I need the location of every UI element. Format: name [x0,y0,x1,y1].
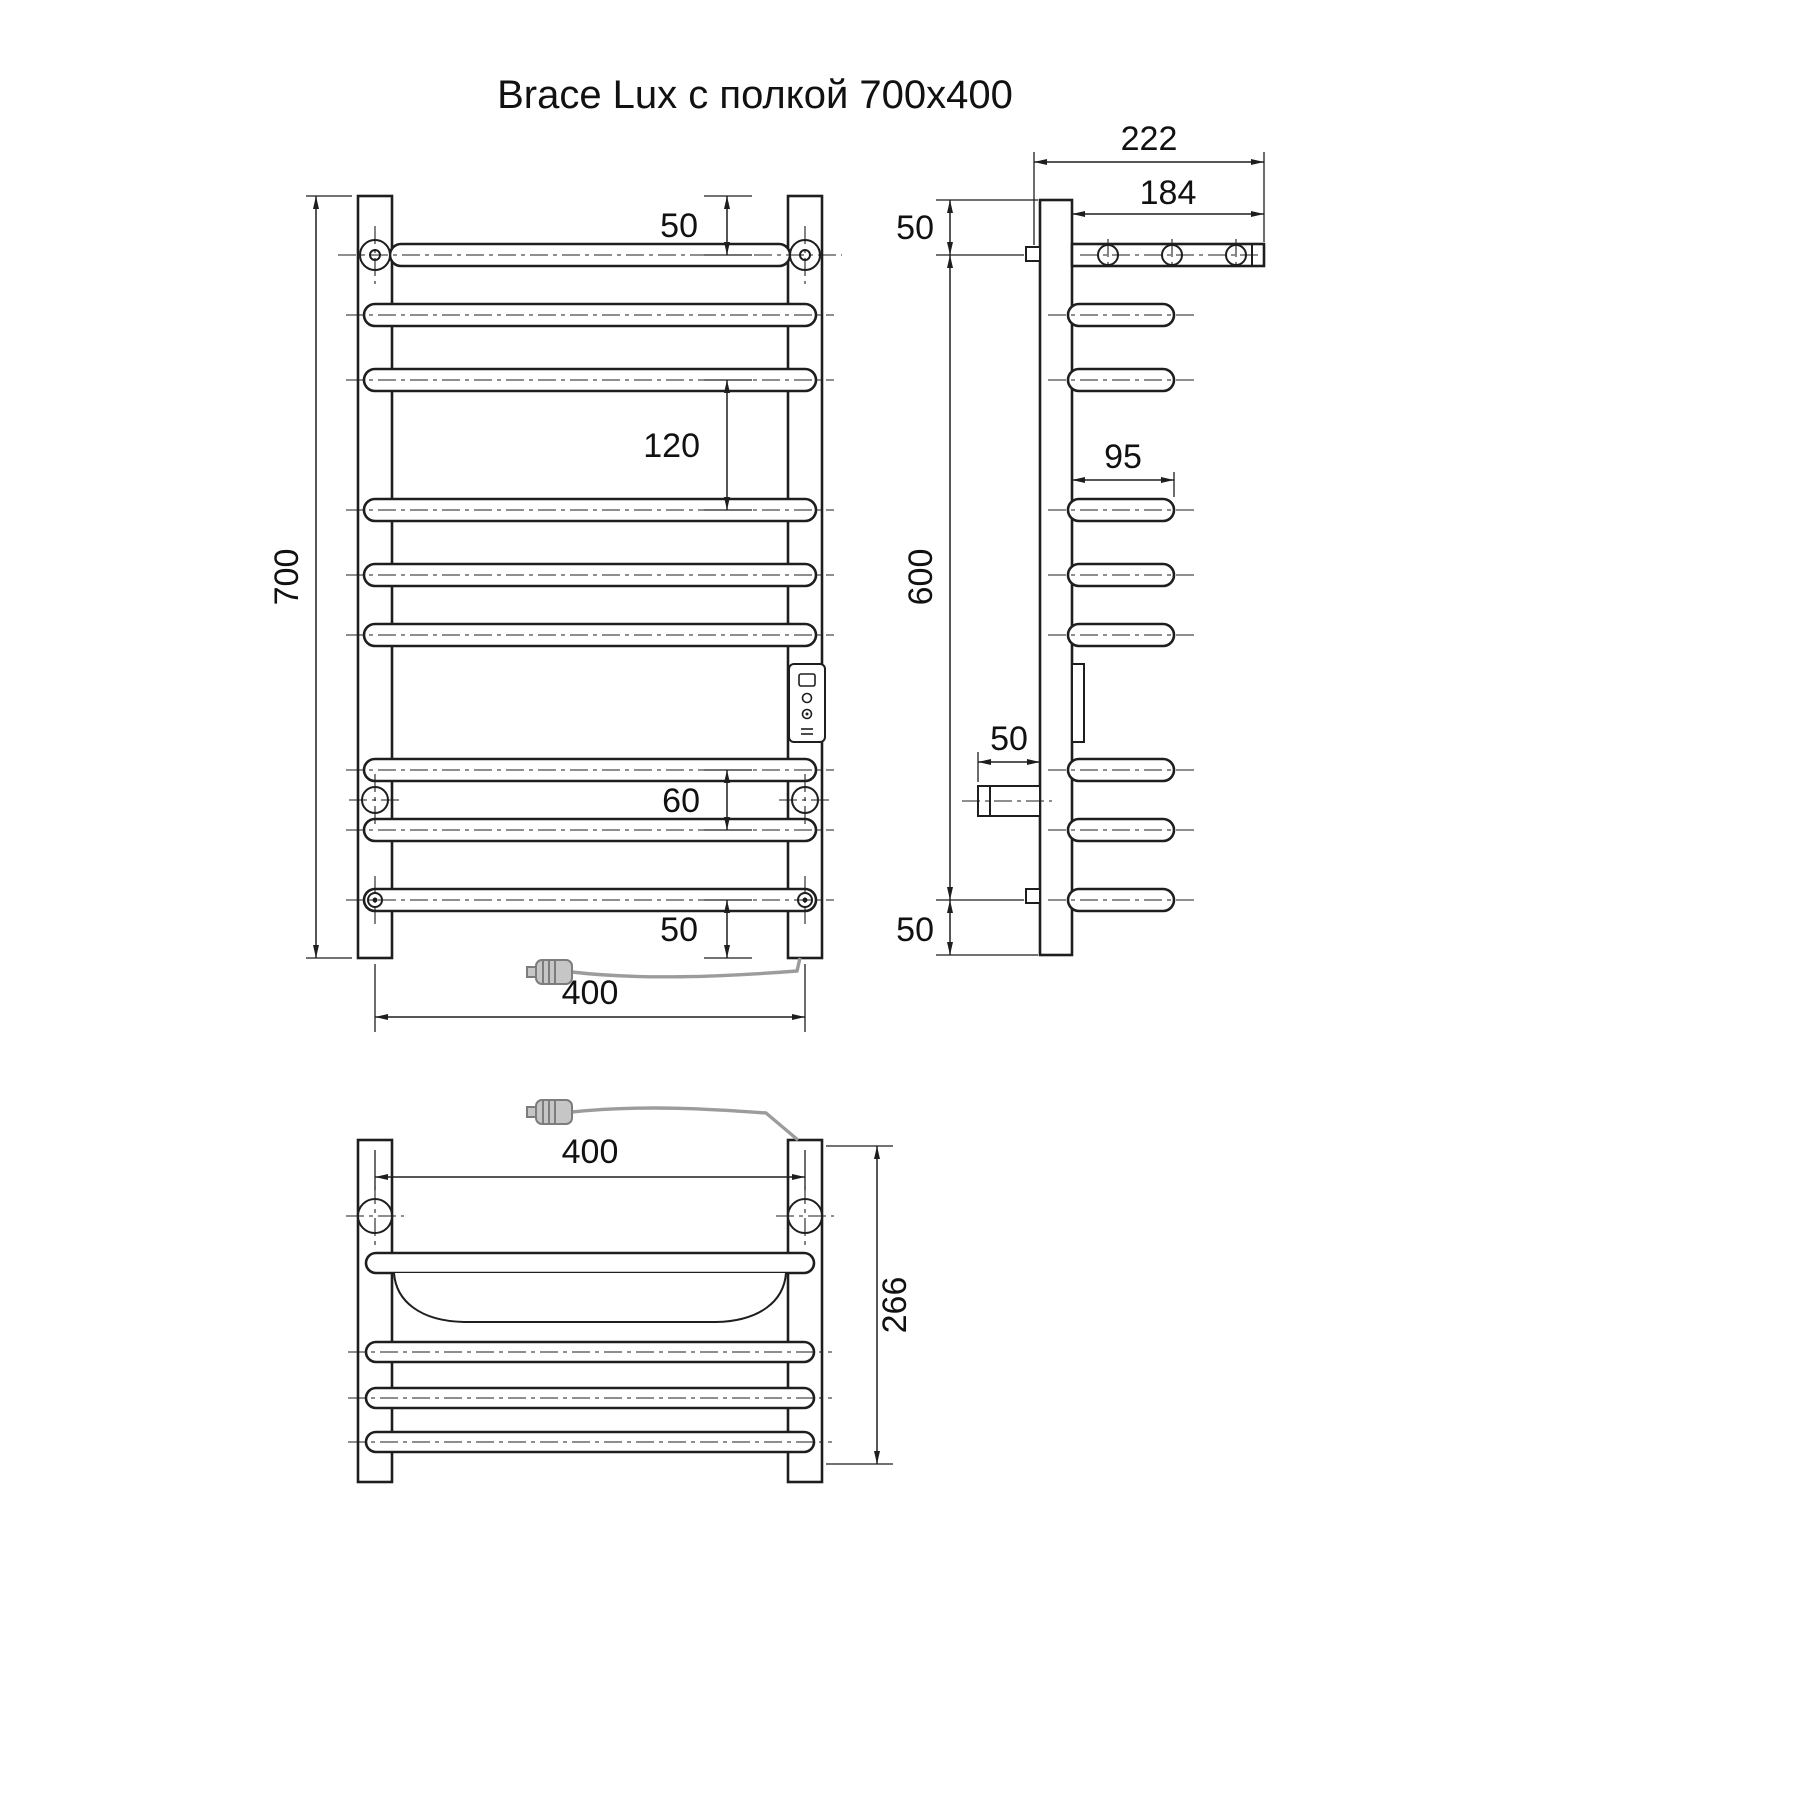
rung [362,562,818,588]
dimension-label: 184 [1140,174,1197,212]
top-mount-circles [357,1198,823,1234]
display-icon [798,673,816,687]
dim-side-rung-depth: 95 [1071,438,1175,497]
dim-front-top-offset: 50 [660,195,752,256]
side-rungs [1066,302,1176,913]
rung [362,302,818,328]
dimension-label: 222 [1121,120,1178,158]
dim-side-shelf-total: 222 [1033,120,1265,245]
dimension-label: 600 [902,549,940,606]
dimension-label: 120 [643,427,700,465]
cord-line [571,957,802,979]
front-rungs [362,242,818,913]
front-view: 700 50 120 60 50 [268,194,842,1032]
dim-front-bottom-offset: 50 [660,899,752,959]
front-centerlines [338,226,842,924]
side-rail [1038,198,1074,957]
power-button-icon [801,692,813,704]
dimension-label: 60 [662,782,700,820]
top-rungs [364,1340,816,1454]
dim-front-lower-gap: 60 [662,769,752,831]
indicator-dot [805,712,809,716]
cord-line [571,1106,800,1142]
rung [362,622,818,648]
control-panel [788,663,826,743]
wall-bracket-bottom [1025,888,1041,904]
dim-top-depth: 266 [826,1145,914,1465]
dimension-label: 700 [268,549,306,606]
shelf-front-bar [364,1251,816,1275]
dim-front-width: 400 [374,964,806,1032]
side-view: 222 184 50 600 50 95 [896,120,1266,957]
top-view: 400 266 [346,1099,914,1484]
dimension-label: 50 [990,720,1028,758]
top-centerlines [346,1186,834,1443]
shelf-bowl [393,1272,787,1323]
dimension-label: 50 [660,207,698,245]
wall-bracket-top [1025,246,1041,262]
dimension-label: 50 [896,911,934,949]
power-cord-front [526,957,802,985]
dimension-label: 95 [1104,438,1142,476]
dimension-label: 266 [876,1277,914,1334]
plug-icon [526,1099,573,1125]
dim-top-width: 400 [374,1133,806,1190]
dimension-label: 400 [562,974,619,1012]
control-panel-side [1071,663,1085,743]
dim-front-rung-gap: 120 [643,379,752,511]
power-cord-top [526,1099,800,1142]
mode-button-icon [801,708,813,720]
dimension-label: 400 [562,1133,619,1171]
dimension-label: 50 [660,911,698,949]
dim-side-bottom-offset: 50 [896,900,1038,956]
dimension-label: 50 [896,209,934,247]
drawing-title: Brace Lux с полкой 700x400 [497,73,1013,117]
dim-side-height: 600 [902,255,1024,901]
dim-side-pipe-offset: 50 [977,720,1041,782]
dim-side-top-offset: 50 [896,199,1038,256]
dim-side-shelf-bar: 184 [1071,174,1264,242]
side-centerlines [962,239,1258,901]
dim-front-height: 700 [268,195,352,959]
